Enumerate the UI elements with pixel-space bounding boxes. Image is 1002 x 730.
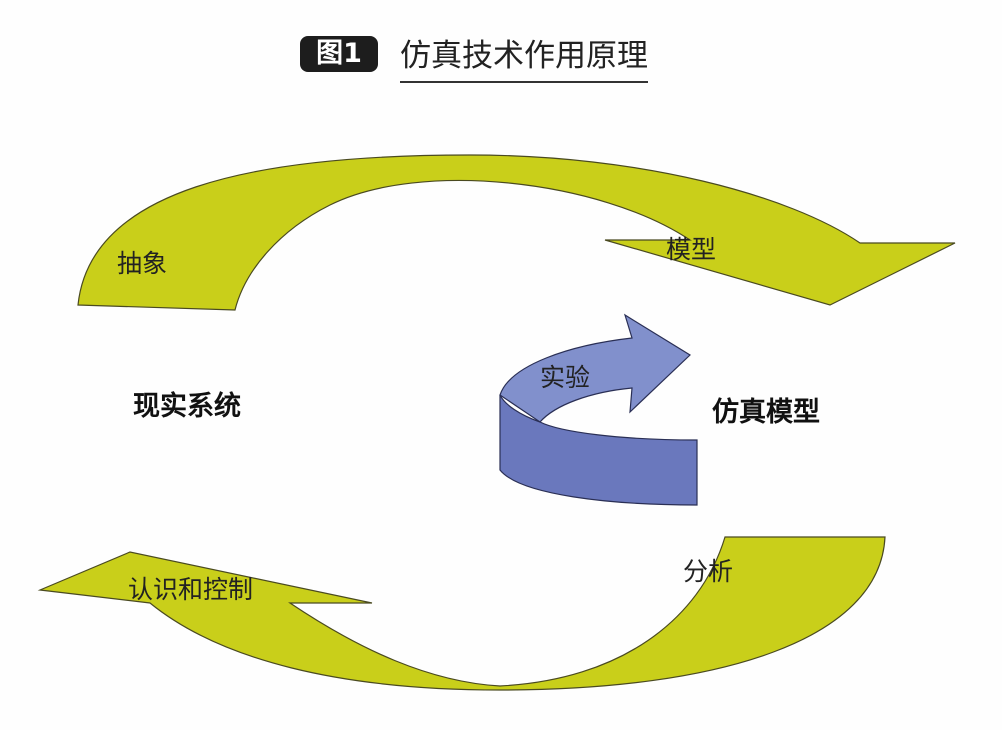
label-analysis: 分析 xyxy=(683,557,734,586)
top-curved-arrow xyxy=(77,154,956,311)
experiment-arrow-top xyxy=(499,313,691,423)
figure-badge: 图1 xyxy=(300,36,378,72)
label-understand-control: 认识和控制 xyxy=(128,575,254,604)
label-abstract: 抽象 xyxy=(117,249,168,278)
node-sim-model: 仿真模型 xyxy=(712,397,820,428)
label-model: 模型 xyxy=(666,235,717,264)
figure-title: 仿真技术作用原理 xyxy=(400,30,648,83)
node-real-system: 现实系统 xyxy=(133,391,241,422)
bottom-curved-arrow xyxy=(37,536,886,691)
experiment-arrow-band xyxy=(499,394,698,506)
label-experiment: 实验 xyxy=(540,363,591,392)
